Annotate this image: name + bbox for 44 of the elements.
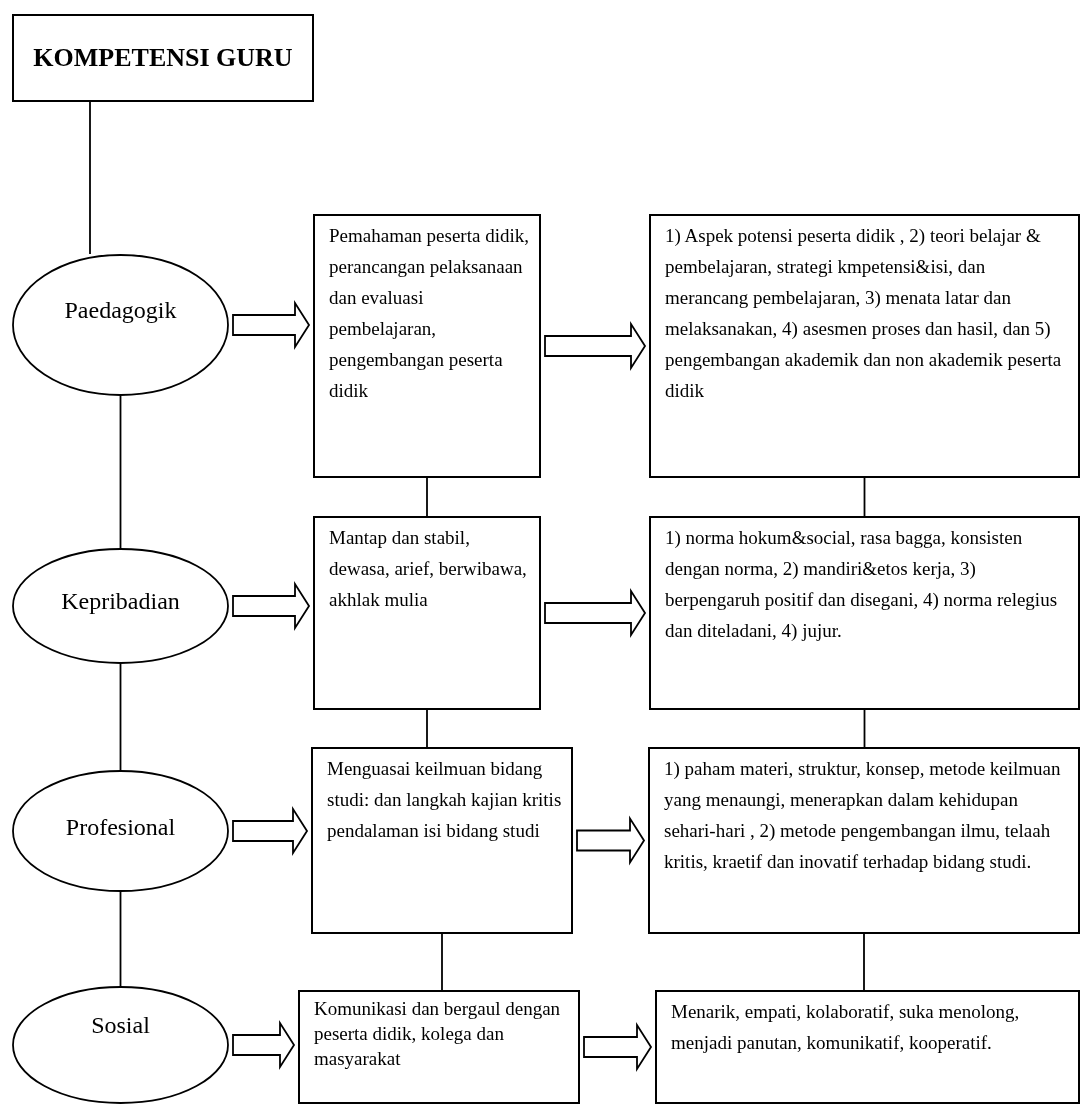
connector-line <box>426 477 428 517</box>
text-box <box>649 214 1080 478</box>
text-box <box>298 990 580 1104</box>
box-text: 1) paham materi, struktur, konsep, metode keilmuan yang menaungi, menerapkan dalam kehidupan sehari-hari , 2) metode pengembangan ilmu, telaah kritis, kraetif dan inovatif terhadap bidang studi. <box>664 757 1062 874</box>
block-arrow <box>232 580 311 632</box>
ellipse-label: Paedagogik <box>64 296 177 324</box>
ellipse-node <box>12 986 229 1104</box>
ellipse-label: Kepribadian <box>61 587 180 615</box>
block-arrow <box>232 805 309 857</box>
ellipse-label: Profesional <box>65 813 176 841</box>
text-box <box>311 747 573 934</box>
connector-line <box>119 395 122 549</box>
block-arrow <box>232 1019 296 1071</box>
text-box <box>313 516 541 710</box>
connector-line <box>119 663 122 771</box>
box-text: Komunikasi dan bergaul dengan peserta didik, kolega dan masyarakat <box>314 997 562 1071</box>
text-box <box>655 990 1080 1104</box>
box-text: Mantap dan stabil, dewasa, arief, berwibawa, akhlak mulia <box>329 526 528 612</box>
connector-line <box>863 477 866 517</box>
box-text: Menarik, empati, kolaboratif, suka menolong, menjadi panutan, komunikatif, kooperatif. <box>671 1000 1021 1055</box>
text-box <box>313 214 541 478</box>
ellipse-node <box>12 548 229 664</box>
block-arrow <box>544 320 647 372</box>
connector-line <box>119 891 122 987</box>
block-arrow <box>544 587 647 639</box>
box-text: Menguasai keilmuan bidang studi: dan langkah kajian kritis pendalaman isi bidang studi <box>327 757 563 843</box>
connector-line <box>863 709 866 748</box>
box-text: 1) norma hokum&social, rasa bagga, konsisten dengan norma, 2) mandiri&etos kerja, 3) berpengaruh positif dan disegani, 4) norma relegius dan diteladani, 4) jujur. <box>665 526 1059 643</box>
block-arrow <box>576 815 646 866</box>
title-box <box>12 14 314 102</box>
text-box <box>648 747 1080 934</box>
text-box <box>649 516 1080 710</box>
title-text: KOMPETENSI GURU <box>33 43 293 73</box>
connector-line <box>426 709 428 748</box>
ellipse-label: Sosial <box>91 1011 150 1039</box>
ellipse-node <box>12 254 229 396</box>
connector-line <box>441 933 443 991</box>
connector-line <box>863 933 865 991</box>
connector-line <box>89 101 91 255</box>
ellipse-node <box>12 770 229 892</box>
block-arrow <box>583 1021 653 1073</box>
box-text: 1) Aspek potensi peserta didik , 2) teori belajar & pembelajaran, strategi kmpetensi&isi, dan merancang pembelajaran, 3) menata latar dan melaksanakan, 4) asesmen proses dan hasil, dan 5) pengembangan akademik dan non akademik peserta didik <box>665 224 1063 403</box>
box-text: Pemahaman peserta didik, perancangan pelaksanaan dan evaluasi pembelajaran, pengembangan peserta didik <box>329 224 530 403</box>
block-arrow <box>232 299 311 351</box>
